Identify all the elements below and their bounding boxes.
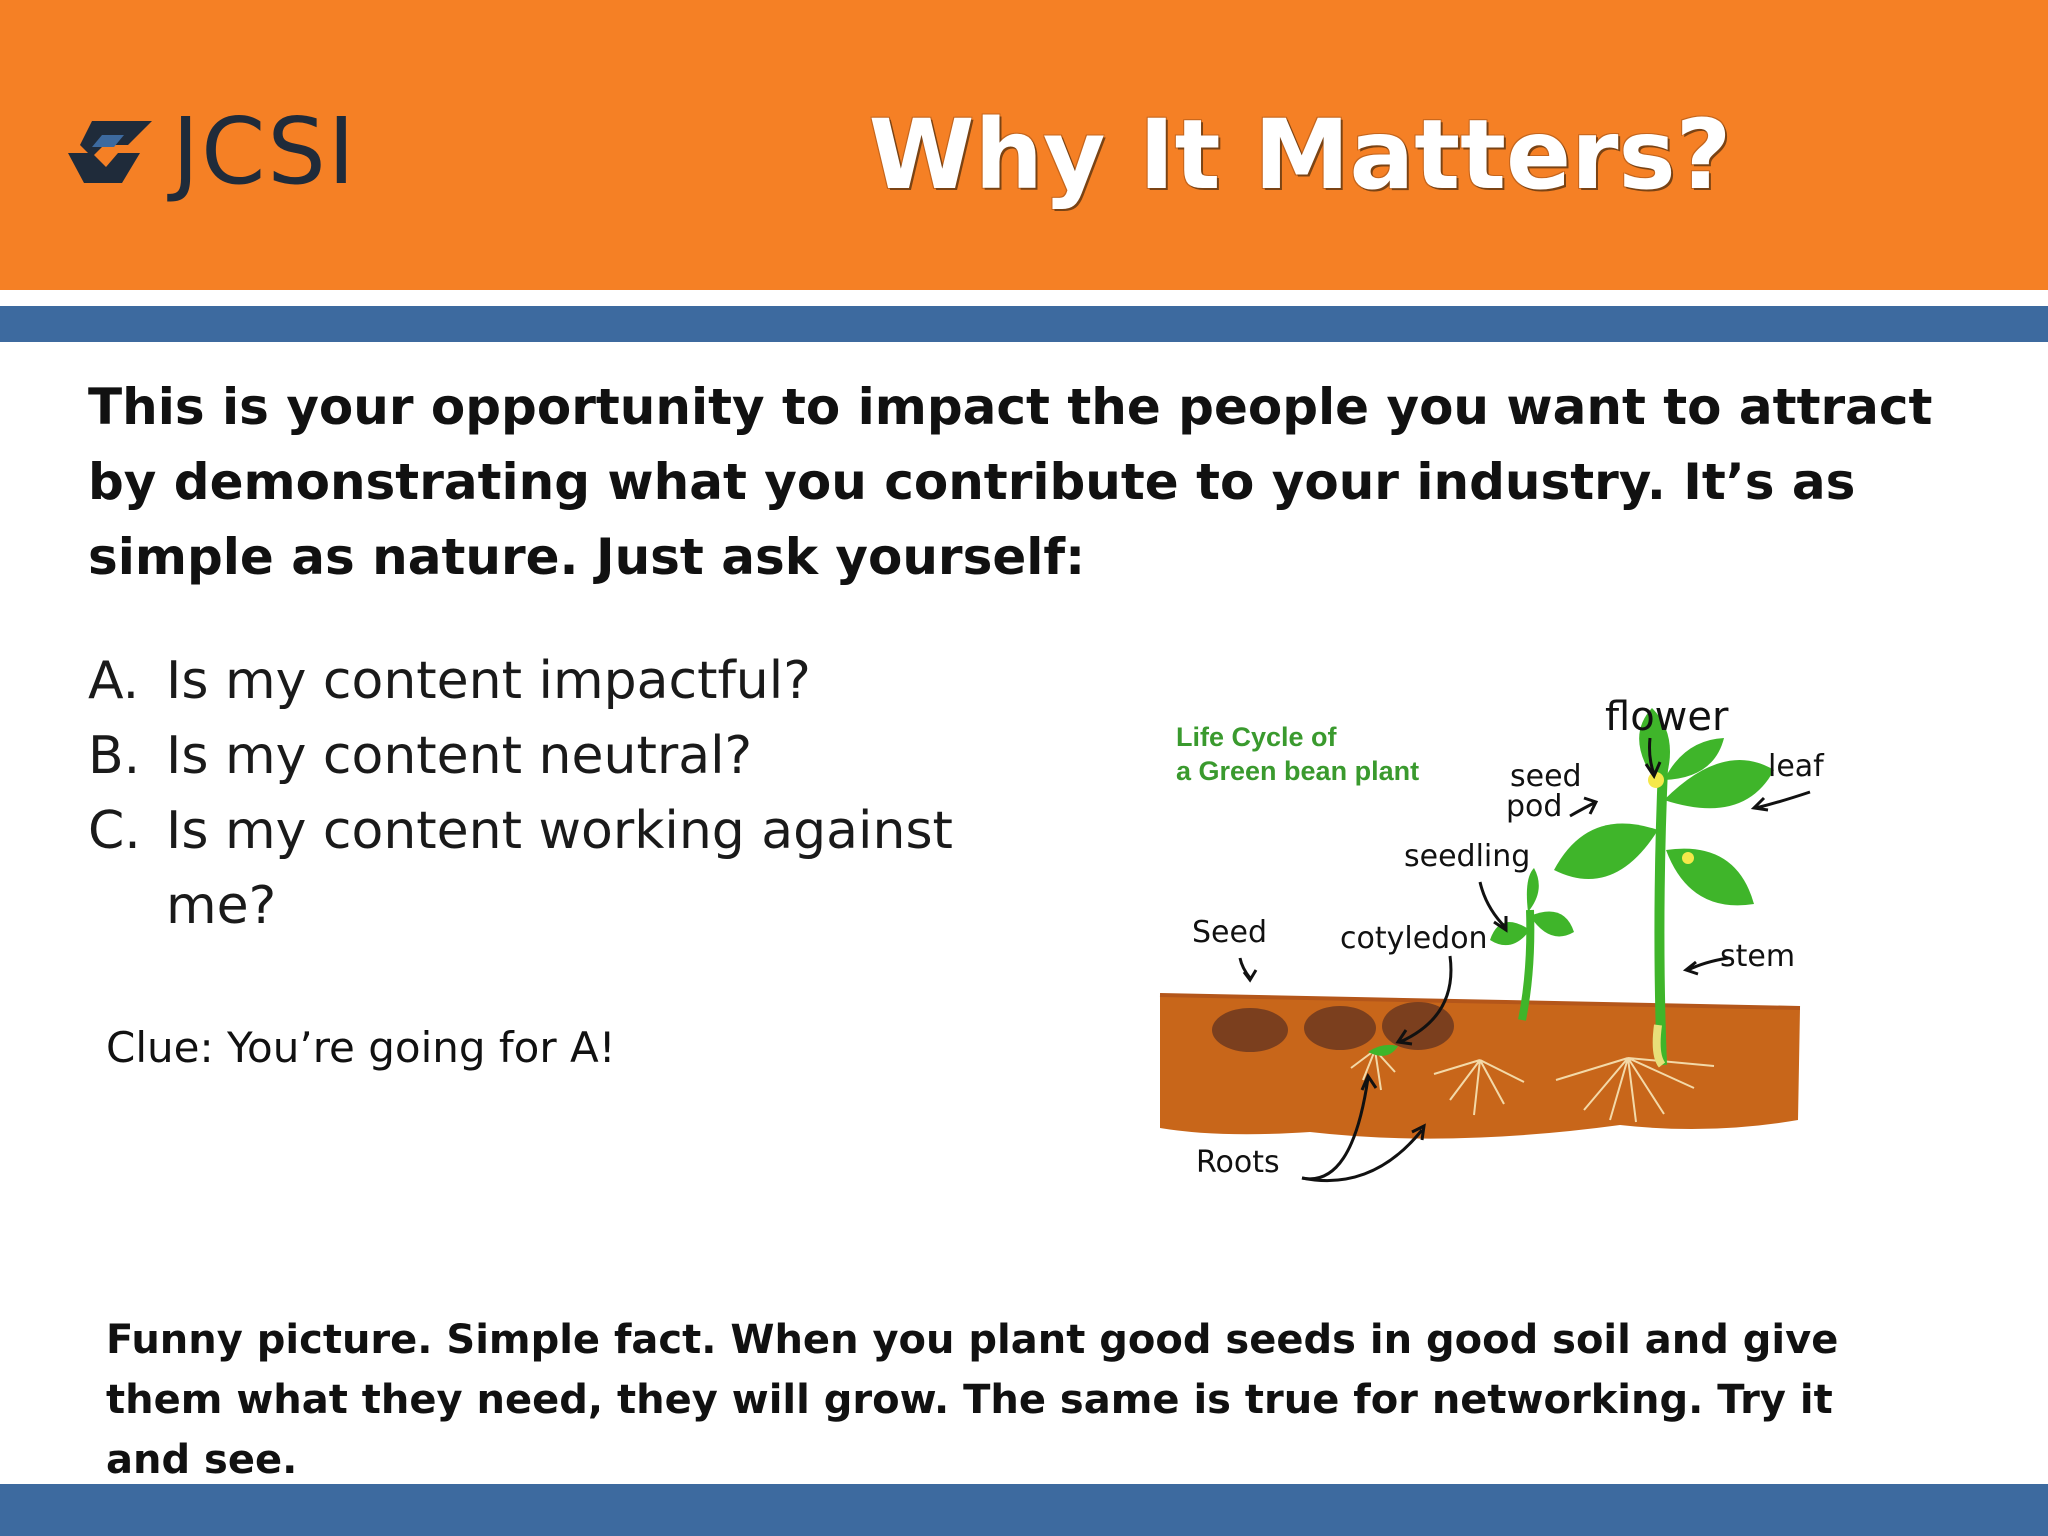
caption-line-2: a Green bean plant bbox=[1176, 756, 1419, 786]
label-leaf: leaf bbox=[1768, 749, 1825, 784]
list-item-letter: A. bbox=[88, 651, 140, 711]
roots-drawing bbox=[1350, 1049, 1715, 1123]
seed-shape bbox=[1304, 1006, 1376, 1050]
seed-shape bbox=[1382, 1002, 1454, 1050]
label-roots: Roots bbox=[1196, 1145, 1280, 1180]
arrow-icons bbox=[1238, 737, 1811, 1183]
footer-stripe bbox=[0, 1484, 2048, 1536]
list-item-text: Is my content working against me? bbox=[166, 801, 953, 936]
jcsi-logo: JCSI bbox=[62, 106, 442, 198]
header-bar: JCSI Why It Matters? bbox=[0, 0, 2048, 290]
logo-text: JCSI bbox=[172, 98, 357, 205]
question-list: A. Is my content impactful? B. Is my con… bbox=[88, 644, 988, 944]
list-item: B. Is my content neutral? bbox=[88, 719, 988, 794]
list-item-text: Is my content impactful? bbox=[166, 651, 811, 711]
list-item: C. Is my content working against me? bbox=[88, 794, 988, 944]
label-seed-pod-line2: pod bbox=[1506, 789, 1562, 824]
seed-shape bbox=[1212, 1008, 1288, 1052]
label-stem: stem bbox=[1720, 939, 1795, 974]
caption-line-1: Life Cycle of bbox=[1176, 722, 1338, 752]
stem-shape bbox=[1654, 744, 1669, 1066]
flower-shape bbox=[1648, 772, 1664, 788]
header-stripe bbox=[0, 306, 2048, 342]
list-item-text: Is my content neutral? bbox=[166, 726, 753, 786]
label-flower: flower bbox=[1605, 694, 1729, 740]
intro-paragraph: This is your opportunity to impact the p… bbox=[88, 378, 1933, 586]
clue-text: Clue: You’re going for A! bbox=[106, 1023, 616, 1072]
label-seedling: seedling bbox=[1404, 839, 1530, 874]
logo-mark-icon bbox=[68, 121, 152, 183]
leaf-shape bbox=[1664, 760, 1774, 809]
leaf-shape bbox=[1554, 823, 1658, 879]
label-seed: Seed bbox=[1192, 915, 1267, 950]
plant-life-cycle-illustration: Life Cycle of a Green bean plant flower … bbox=[1150, 680, 1850, 1220]
closing-paragraph: Funny picture. Simple fact. When you pla… bbox=[106, 1317, 1839, 1483]
list-item: A. Is my content impactful? bbox=[88, 644, 988, 719]
label-seed-pod-line1: seed bbox=[1510, 759, 1582, 794]
page-title: Why It Matters? bbox=[868, 99, 1732, 211]
list-item-letter: B. bbox=[88, 726, 141, 786]
plant-life-cycle-drawing: Life Cycle of a Green bean plant flower … bbox=[1159, 694, 1825, 1183]
list-item-letter: C. bbox=[88, 801, 141, 861]
leaf-shape bbox=[1666, 848, 1754, 906]
label-cotyledon: cotyledon bbox=[1340, 921, 1488, 956]
